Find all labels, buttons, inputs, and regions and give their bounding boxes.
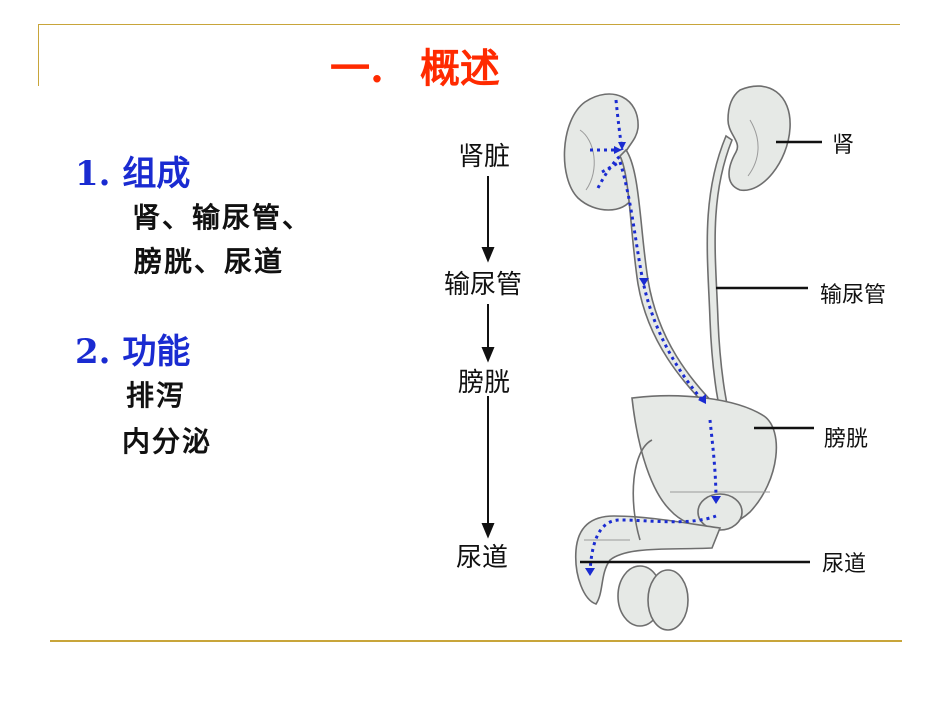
flow-label-kidney: 肾脏 bbox=[458, 142, 511, 172]
section-heading-composition: 1. 组成 bbox=[75, 154, 191, 194]
flow-arrows bbox=[481, 176, 495, 539]
urinary-system-illustration bbox=[563, 85, 822, 631]
part-label-urethra: 尿道 bbox=[822, 552, 867, 577]
vas-deferens bbox=[632, 439, 653, 541]
flow-arrow-head-2 bbox=[481, 347, 495, 363]
flow-arrow-head-1 bbox=[481, 247, 495, 263]
part-label-kidney: 肾 bbox=[832, 133, 855, 158]
left-ureter bbox=[619, 148, 722, 416]
function-line-2: 内分泌 bbox=[122, 425, 213, 458]
flow-arrow-head-3 bbox=[481, 523, 495, 539]
flow-label-urethra: 尿道 bbox=[456, 543, 509, 573]
frame-top-line bbox=[38, 24, 900, 25]
flow-label-ureter: 输尿管 bbox=[444, 270, 523, 300]
bladder bbox=[631, 394, 778, 529]
testis-right bbox=[647, 569, 689, 631]
composition-line-1: 肾、输尿管、 bbox=[132, 201, 313, 234]
penis bbox=[574, 515, 722, 605]
function-line-1: 排泻 bbox=[126, 379, 187, 412]
part-label-ureter: 输尿管 bbox=[820, 283, 887, 308]
prostate bbox=[697, 493, 743, 531]
title-number: 一. bbox=[330, 45, 384, 92]
composition-line-2: 膀胱、尿道 bbox=[134, 245, 285, 278]
frame-left-line bbox=[38, 24, 39, 86]
section-heading-function: 2. 功能 bbox=[75, 332, 191, 372]
slide-title: 一. 概述 bbox=[330, 36, 500, 94]
right-kidney bbox=[727, 85, 791, 191]
frame-bottom-line bbox=[50, 640, 902, 642]
part-label-bladder: 膀胱 bbox=[824, 427, 869, 452]
urine-flow-arrowheads bbox=[585, 142, 721, 576]
flow-label-bladder: 膀胱 bbox=[458, 368, 511, 398]
title-text: 概述 bbox=[419, 45, 500, 92]
